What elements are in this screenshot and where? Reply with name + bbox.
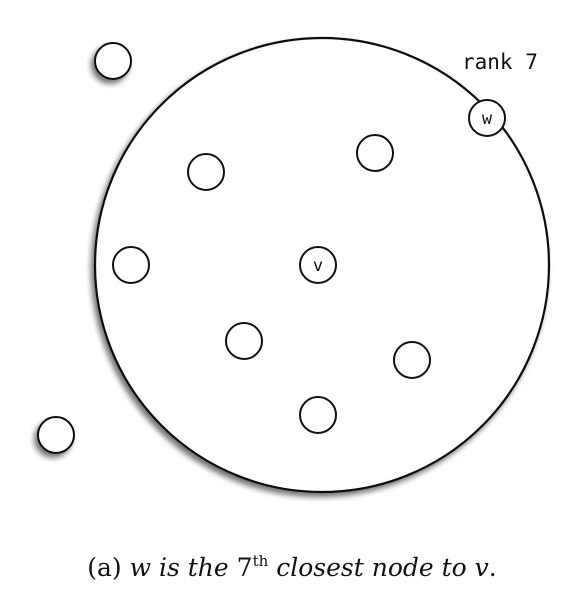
target-node-label: w [482,109,493,129]
rank-label: rank 7 [462,50,538,74]
diagram: v w rank 7 [37,36,551,494]
caption-prefix: (a) [87,553,122,582]
target-node-w [468,99,506,137]
caption-rest: closest node to [276,553,467,582]
outside-node-bottom-left [37,416,75,454]
caption-ordinal-number: 7 [236,553,253,582]
caption-is-the: is the [158,553,229,582]
outside-node-top-left [94,42,132,80]
center-node-label: v [313,256,323,276]
caption-var-v: v [474,553,489,582]
center-node-v [299,246,337,284]
inside-node [225,322,263,360]
caption-ordinal-suffix: th [252,552,269,570]
figure-caption: (a) w is the 7th closest node to v. [0,552,584,582]
inside-node [299,396,337,434]
inside-node [393,341,431,379]
inside-node [112,246,150,284]
inside-node [356,134,394,172]
caption-end: . [488,553,497,582]
inside-node [187,153,225,191]
caption-var-w: w [129,553,152,582]
